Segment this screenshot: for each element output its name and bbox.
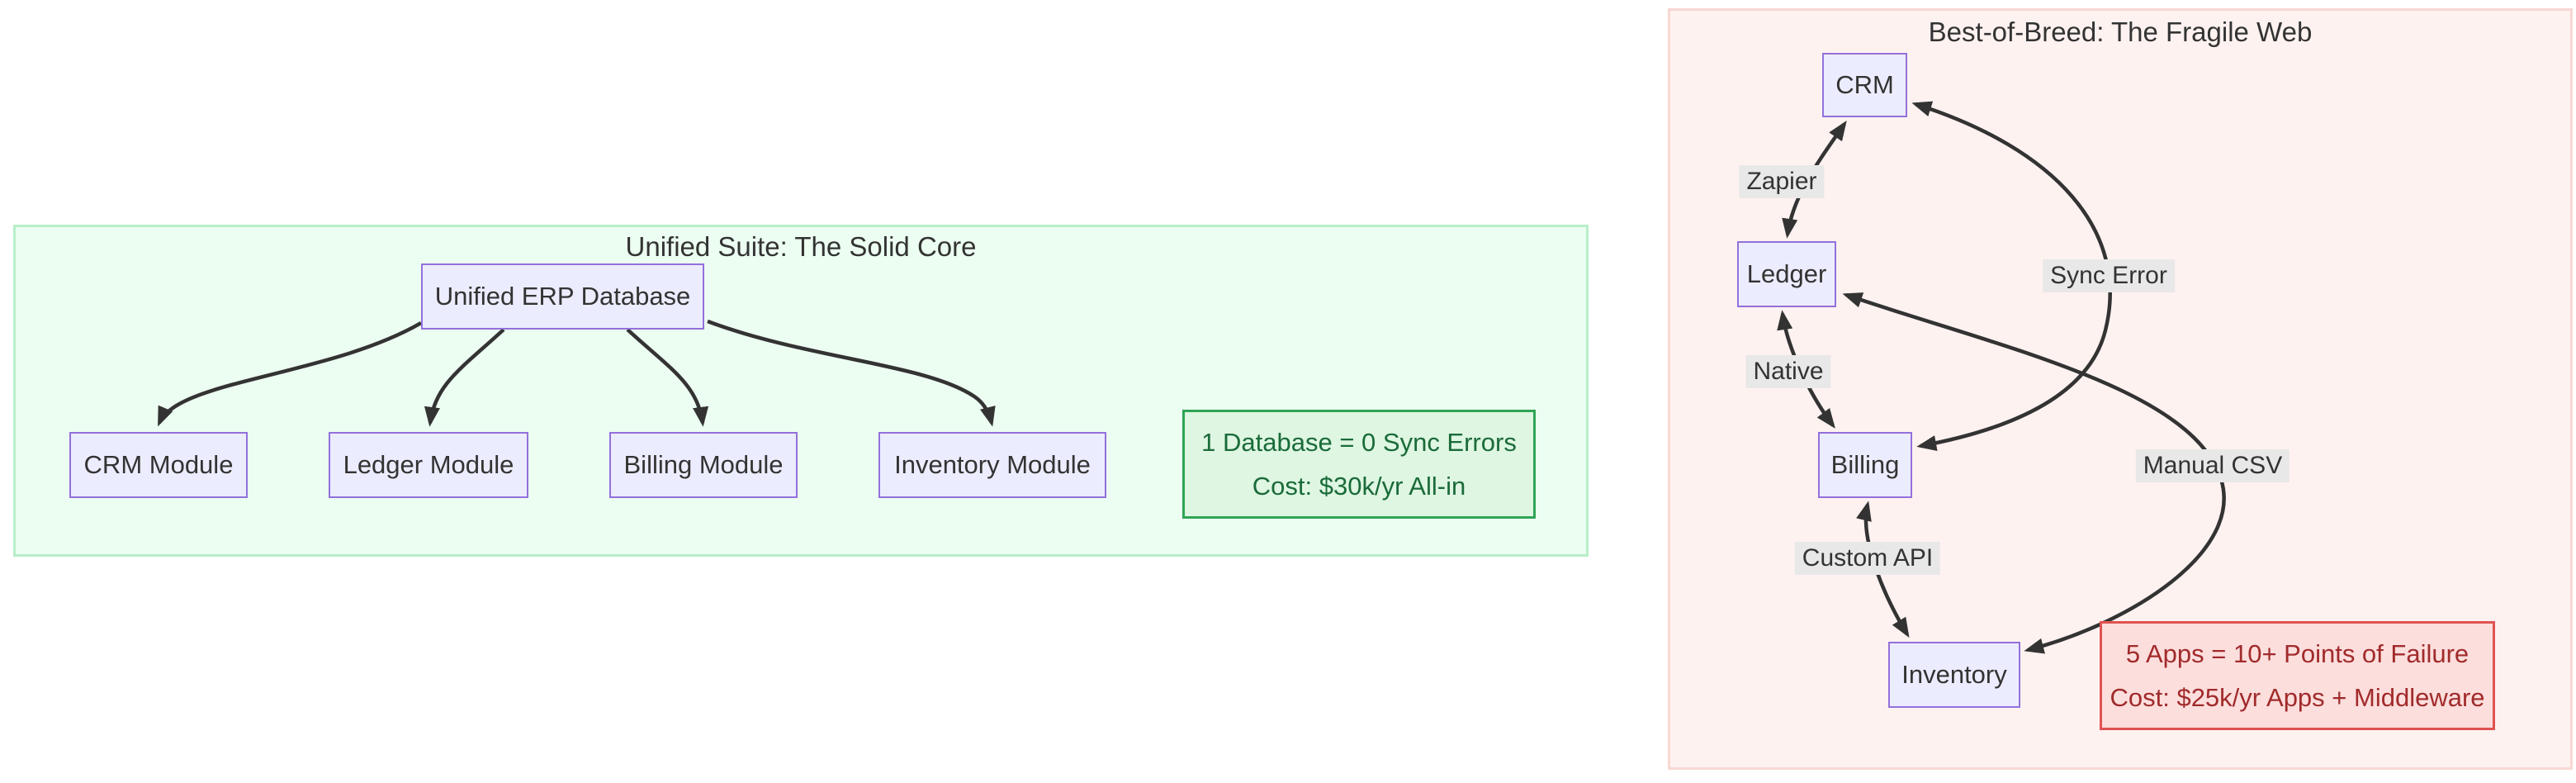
- edge-erp-to-ledger-module: [424, 328, 505, 427]
- node-crm-module: CRM Module: [69, 432, 248, 498]
- node-inventory-module: Inventory Module: [878, 432, 1106, 498]
- node-crm: CRM: [1822, 53, 1907, 117]
- node-ledger: Ledger: [1737, 241, 1836, 307]
- best-of-breed-note-line2: Cost: $25k/yr Apps + Middleware: [2110, 683, 2485, 712]
- edge-label-native: Native: [1745, 355, 1831, 388]
- edge-label-custom-api: Custom API: [1794, 542, 1941, 575]
- edge-erp-to-billing-module: [626, 328, 709, 427]
- best-of-breed-note: 5 Apps = 10+ Points of Failure Cost: $25…: [2100, 621, 2495, 730]
- node-ledger-module: Ledger Module: [329, 432, 528, 498]
- node-billing-module: Billing Module: [609, 432, 798, 498]
- edge-label-manual-csv: Manual CSV: [2135, 449, 2290, 482]
- unified-suite-note-line2: Cost: $30k/yr All-in: [1252, 472, 1466, 501]
- edge-label-sync-error: Sync Error: [2043, 259, 2175, 292]
- node-billing: Billing: [1818, 432, 1912, 498]
- best-of-breed-title: Best-of-Breed: The Fragile Web: [1928, 17, 2313, 47]
- unified-suite-title: Unified Suite: The Solid Core: [625, 231, 977, 262]
- best-of-breed-note-line1: 5 Apps = 10+ Points of Failure: [2125, 639, 2469, 668]
- edge-erp-to-crm-module: [157, 321, 423, 427]
- unified-suite-note-line1: 1 Database = 0 Sync Errors: [1201, 428, 1517, 457]
- unified-suite-note: 1 Database = 0 Sync Errors Cost: $30k/yr…: [1182, 410, 1536, 519]
- edge-erp-to-inventory-module: [707, 319, 996, 427]
- node-unified-erp-database: Unified ERP Database: [421, 263, 704, 330]
- edge-label-zapier: Zapier: [1739, 165, 1825, 198]
- node-inventory: Inventory: [1888, 642, 2020, 708]
